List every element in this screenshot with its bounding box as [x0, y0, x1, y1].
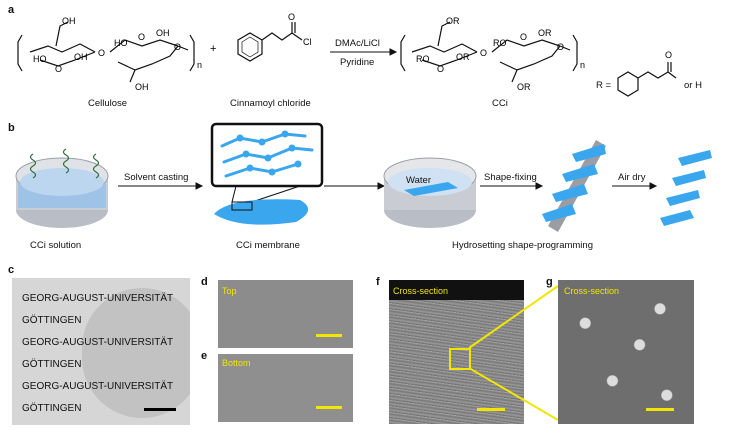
svg-text:OH: OH — [62, 16, 76, 26]
caption-cci-membrane: CCi membrane — [236, 240, 300, 251]
sem-cross-section-tag: Cross-section — [393, 286, 449, 296]
process-schematic — [15, 122, 712, 232]
scale-bar-c — [144, 408, 176, 411]
panel-d-label: d — [201, 276, 208, 288]
svg-text:n: n — [580, 60, 585, 70]
sem-zoom-tag: Cross-section — [564, 286, 620, 296]
cellulose-structure — [17, 21, 195, 83]
panel-f-label: f — [376, 276, 380, 288]
panel-a-label: a — [8, 4, 15, 16]
panel-c-label: c — [8, 264, 15, 276]
water-label: Water — [406, 175, 431, 186]
conditions-bottom: Pyridine — [340, 57, 375, 68]
svg-text:O: O — [665, 50, 672, 60]
scale-bar-d — [316, 334, 342, 337]
reaction-arrow — [330, 48, 398, 56]
scale-bar-e — [316, 406, 342, 409]
membrane-zoom — [210, 122, 324, 225]
panel-g-label: g — [546, 276, 553, 288]
cellulose-caption: Cellulose — [88, 98, 128, 109]
caption-hydrosetting: Hydrosetting shape-programming — [452, 240, 593, 251]
step-air-dry: Air dry — [618, 172, 646, 183]
sem-top: Top — [218, 280, 353, 348]
scale-bar-f — [477, 408, 505, 411]
dish-solution — [15, 148, 109, 228]
svg-text:O: O — [557, 42, 564, 52]
product-caption: CCi — [492, 98, 508, 109]
svg-text:O: O — [174, 42, 181, 52]
svg-text:OR: OR — [517, 82, 531, 92]
step-shape-fixing: Shape-fixing — [484, 172, 537, 183]
svg-text:OR: OR — [538, 28, 552, 38]
svg-text:OR: OR — [446, 16, 460, 26]
svg-text:O: O — [520, 32, 527, 42]
svg-text:O: O — [98, 48, 105, 58]
svg-text:O: O — [288, 12, 295, 22]
svg-text:O: O — [55, 64, 62, 74]
panel-e-label: e — [201, 350, 208, 362]
helix-ribbon — [660, 150, 712, 226]
sem-cross-section-zoom: Cross-section — [558, 280, 694, 424]
step-solvent-casting: Solvent casting — [124, 172, 189, 183]
svg-text:RO: RO — [416, 54, 430, 64]
scale-bar-g — [646, 408, 674, 411]
caption-cci-solution: CCi solution — [30, 240, 82, 251]
svg-text:n: n — [197, 60, 202, 70]
university-text-block: GEORG-AUGUST-UNIVERSITÄT GÖTTINGEN GEORG… — [22, 293, 174, 414]
transparency-photo: GEORG-AUGUST-UNIVERSITÄT GÖTTINGEN GEORG… — [12, 278, 190, 425]
svg-text:OH: OH — [156, 28, 170, 38]
sem-bottom-tag: Bottom — [222, 358, 251, 368]
reagent-caption: Cinnamoyl chloride — [230, 98, 311, 109]
svg-text:OR: OR — [456, 52, 470, 62]
svg-text:RO: RO — [493, 38, 507, 48]
svg-text:OH: OH — [74, 52, 88, 62]
conditions-top: DMAc/LiCl — [335, 38, 380, 49]
sem-bottom: Bottom — [218, 354, 353, 422]
dish-water — [383, 157, 477, 228]
or-h-label: or H — [684, 80, 702, 91]
svg-text:HO: HO — [33, 54, 47, 64]
rod-with-ribbon — [542, 140, 606, 232]
reaction-scheme: OH HO O OH O HO O OH OH O n + O Cl — [17, 12, 677, 97]
svg-text:+: + — [210, 43, 216, 55]
zoom-box — [449, 348, 471, 370]
svg-text:OH: OH — [135, 82, 149, 92]
cci-structure — [400, 21, 677, 97]
sem-top-tag: Top — [222, 286, 237, 296]
cinnamoyl-chloride-structure — [237, 22, 303, 62]
svg-text:HO: HO — [114, 38, 128, 48]
r-definition: R = — [596, 80, 612, 91]
svg-text:O: O — [138, 32, 145, 42]
svg-text:O: O — [437, 64, 444, 74]
svg-text:Cl: Cl — [303, 37, 312, 47]
panel-b-label: b — [8, 122, 15, 134]
sem-cross-section: Cross-section — [389, 280, 524, 424]
svg-text:O: O — [480, 48, 487, 58]
